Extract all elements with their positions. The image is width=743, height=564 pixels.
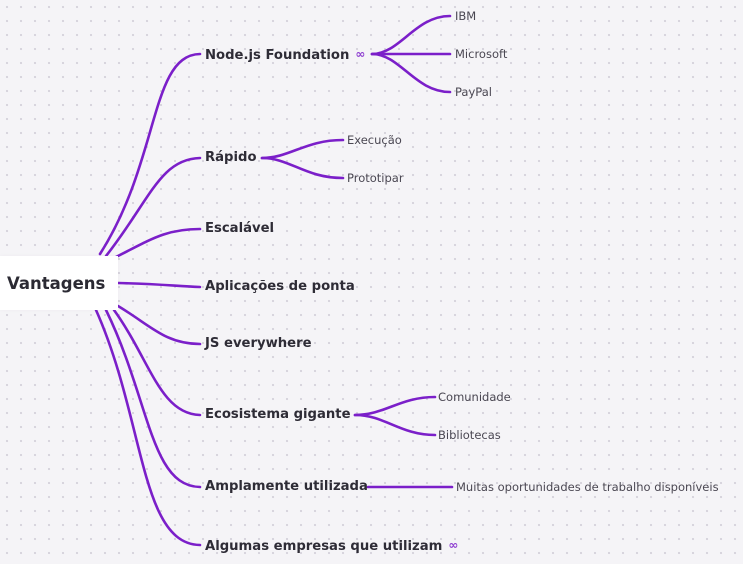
branch-rapido: [104, 156, 202, 258]
topic-node-foundation[interactable]: Node.js Foundation ∞: [205, 46, 365, 64]
topic-aplicacoes-de-ponta[interactable]: Aplicações de ponta: [205, 279, 355, 295]
leaf-ibm[interactable]: IBM: [455, 9, 477, 23]
topic-label: Escalável: [205, 221, 275, 236]
branch-node-foundation: [98, 52, 202, 256]
root-label: Vantagens: [7, 273, 106, 293]
topic-amplamente-utilizada[interactable]: Amplamente utilizada: [205, 479, 368, 495]
root-node[interactable]: Vantagens: [0, 256, 118, 310]
topic-label: Node.js Foundation: [205, 48, 350, 63]
leaf-muitas-oportunidades[interactable]: Muitas oportunidades de trabalho disponí…: [456, 480, 719, 494]
topic-label: JS everywhere: [205, 336, 312, 351]
leaf-execucao[interactable]: Execução: [347, 133, 402, 147]
infinity-link-icon[interactable]: ∞: [355, 47, 366, 61]
leaf-comunidade[interactable]: Comunidade: [438, 390, 511, 404]
branch-escalavel: [112, 227, 202, 260]
topic-algumas-empresas[interactable]: Algumas empresas que utilizam ∞: [205, 537, 458, 555]
leaf-microsoft[interactable]: Microsoft: [455, 47, 508, 61]
branch-amplamente: [104, 308, 202, 489]
leaf-paypal[interactable]: PayPal: [455, 85, 492, 99]
topic-label: Ecosistema gigante: [205, 407, 351, 422]
leaf-bibliotecas[interactable]: Bibliotecas: [438, 428, 501, 442]
branch-aplicacoes: [116, 281, 202, 289]
topic-label: Aplicações de ponta: [205, 279, 355, 294]
branch-js-everywhere: [116, 304, 202, 346]
topic-label: Rápido: [205, 150, 257, 165]
topic-js-everywhere[interactable]: JS everywhere: [205, 336, 312, 352]
branch-algumas-empresas: [94, 308, 202, 547]
topic-label: Amplamente utilizada: [205, 479, 368, 494]
branch-ecosistema: [112, 308, 202, 417]
topic-label: Algumas empresas que utilizam: [205, 539, 443, 554]
topic-ecosistema-gigante[interactable]: Ecosistema gigante: [205, 407, 351, 423]
leaf-prototipar[interactable]: Prototipar: [347, 171, 404, 185]
topic-escalavel[interactable]: Escalável: [205, 221, 274, 237]
infinity-link-icon[interactable]: ∞: [448, 538, 459, 552]
topic-rapido[interactable]: Rápido: [205, 150, 257, 166]
